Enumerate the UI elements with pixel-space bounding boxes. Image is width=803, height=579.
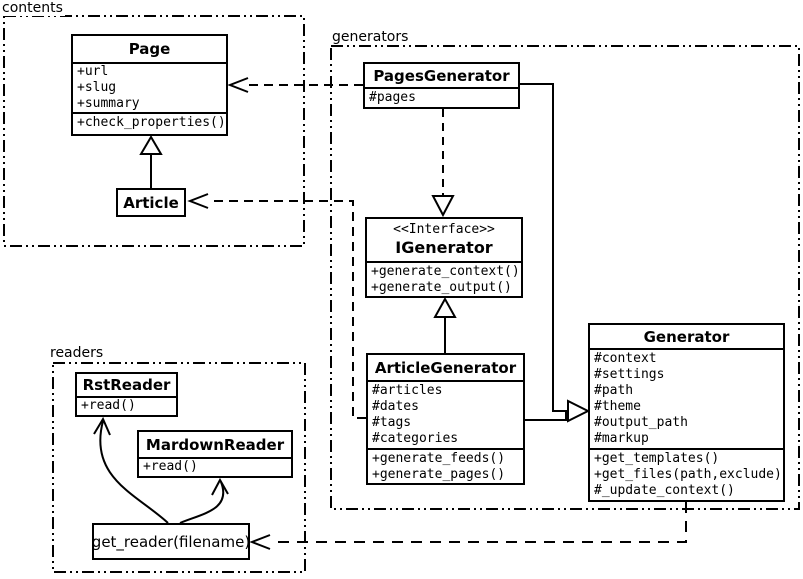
class-pagesgenerator-attributes: #pages	[365, 87, 518, 107]
inheritance-articlegenerator-to-generator-line	[525, 411, 567, 421]
method: +read()	[143, 459, 198, 474]
dependency-generator-to-getreader-line	[270, 502, 687, 543]
dependency-generator-to-getreader-arrowhead-icon	[249, 534, 271, 550]
package-contents-border	[3, 15, 305, 247]
class-pagesgenerator-title: PagesGenerator	[373, 66, 510, 85]
inheritance-to-generator-triangle-icon	[567, 399, 591, 423]
method: +generate_output()	[371, 280, 512, 295]
class-pagesgenerator: PagesGenerator #pages	[363, 62, 520, 109]
class-page-methods: +check_properties()	[73, 112, 226, 134]
package-readers-label: readers	[48, 345, 106, 361]
class-markdownreader: MardownReader +read()	[137, 430, 293, 478]
class-markdownreader-methods: +read()	[139, 457, 291, 476]
package-generators-label: generators	[330, 29, 411, 45]
class-page-attributes: +url +slug +summary	[73, 62, 226, 112]
class-generator-methods: +get_templates() +get_files(path,exclude…	[590, 448, 783, 500]
class-rstreader-methods: +read()	[77, 396, 176, 413]
attribute: #settings	[594, 367, 665, 382]
arrow-getreader-to-markdownreader-line	[179, 481, 225, 524]
method: +generate_context()	[371, 264, 520, 279]
function-get-reader-label: get_reader(filename)	[92, 532, 250, 551]
dependency-pagesgenerator-to-page-arrowhead-icon	[227, 77, 249, 93]
method: +read()	[81, 398, 136, 413]
class-generator: Generator #context #settings #path #them…	[588, 323, 785, 502]
class-page-title: Page	[128, 40, 171, 58]
attribute: +summary	[77, 96, 140, 111]
class-generator-title: Generator	[643, 327, 730, 346]
method: +get_templates()	[594, 451, 720, 466]
class-rstreader-title: RstReader	[82, 376, 171, 394]
class-rstreader: RstReader +read()	[75, 372, 178, 417]
arrow-getreader-to-rstreader-arrowhead-icon	[93, 416, 111, 436]
attribute: #theme	[594, 399, 641, 414]
method: +get_files(path,exclude)	[594, 467, 782, 482]
class-articlegenerator-attributes: #articles #dates #tags #categories	[368, 380, 523, 448]
class-article-title: Article	[123, 193, 179, 212]
dependency-articlegenerator-to-article-arrowhead-icon	[187, 193, 209, 209]
inheritance-articlegenerator-to-igenerator-triangle-icon	[433, 296, 457, 318]
class-articlegenerator-title: ArticleGenerator	[374, 358, 517, 377]
attribute: #context	[594, 351, 657, 366]
attribute: #tags	[372, 415, 412, 430]
method: #_update_context()	[594, 483, 735, 498]
attribute: #markup	[594, 431, 649, 446]
arrow-getreader-to-rstreader-line	[99, 420, 169, 524]
attribute: #pages	[369, 90, 416, 105]
method: +check_properties()	[77, 115, 226, 130]
attribute: #categories	[372, 431, 459, 446]
class-article: Article	[116, 188, 186, 217]
dependency-articlegenerator-to-article-line	[208, 200, 366, 419]
attribute: +slug	[77, 80, 117, 95]
attribute: #dates	[372, 399, 419, 414]
class-page: Page +url +slug +summary +check_properti…	[71, 34, 228, 136]
class-articlegenerator: ArticleGenerator #articles #dates #tags …	[366, 353, 525, 485]
class-markdownreader-title: MardownReader	[145, 435, 285, 454]
attribute: #articles	[372, 383, 443, 398]
method: +generate_feeds()	[372, 451, 506, 466]
package-contents-label: contents	[0, 0, 65, 16]
interface-igenerator-methods: +generate_context() +generate_output()	[367, 261, 521, 296]
attribute: +url	[77, 64, 109, 79]
realization-pagesgenerator-to-igenerator-triangle-icon	[431, 195, 455, 218]
attribute: #path	[594, 383, 634, 398]
class-articlegenerator-methods: +generate_feeds() +generate_pages()	[368, 448, 523, 483]
attribute: #output_path	[594, 415, 688, 430]
interface-stereotype: <<Interface>>	[393, 222, 495, 237]
method: +generate_pages()	[372, 467, 506, 482]
package-readers-border	[52, 362, 306, 573]
package-generators-border	[330, 45, 800, 510]
inheritance-article-to-page-triangle-icon	[139, 135, 163, 155]
function-get-reader: get_reader(filename)	[92, 523, 250, 560]
class-generator-attributes: #context #settings #path #theme #output_…	[590, 348, 783, 448]
inheritance-pagesgenerator-to-generator-line	[520, 83, 567, 412]
interface-name: IGenerator	[395, 238, 493, 257]
arrow-getreader-to-markdownreader-arrowhead-icon	[211, 477, 229, 496]
interface-igenerator: <<Interface>> IGenerator +generate_conte…	[365, 217, 523, 298]
interface-igenerator-title: <<Interface>> IGenerator	[367, 219, 521, 261]
